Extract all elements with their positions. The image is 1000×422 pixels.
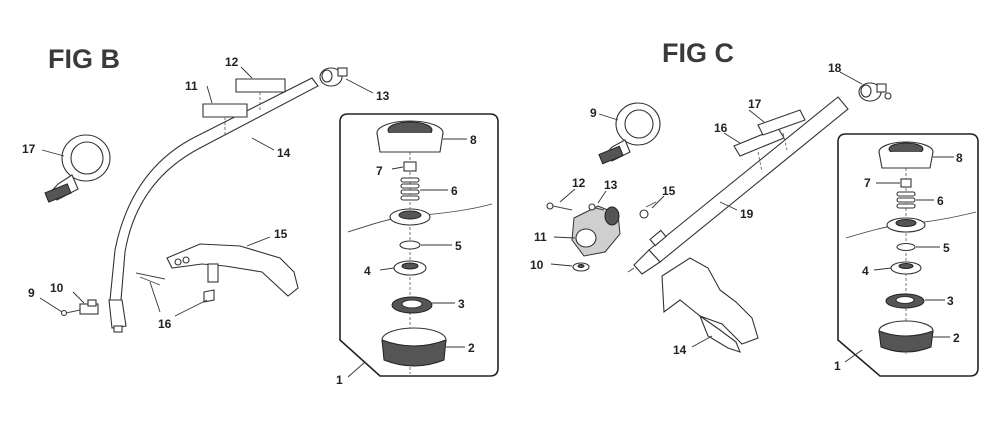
part-b-9-screw: [60, 309, 81, 317]
part-b-10-clip: [79, 299, 99, 315]
part-c-12-bolt: [546, 202, 573, 211]
callout-b-15: 15: [274, 227, 288, 241]
callout-c-1: 1: [834, 359, 841, 373]
callout-b-2: 2: [468, 341, 475, 355]
part-c-4-hub: [890, 261, 922, 275]
callout-c-9: 9: [590, 106, 597, 120]
part-b-2-bump-knob: [381, 327, 447, 367]
frame-b: [339, 113, 499, 377]
part-c-3-inner-spool: [885, 293, 925, 309]
callout-c-13: 13: [604, 178, 618, 192]
figure-b: FIG B: [22, 44, 499, 387]
part-c-18-connector: [858, 82, 892, 102]
callout-b-6: 6: [451, 184, 458, 198]
figure-c: FIG C: [530, 38, 979, 377]
callout-b-3: 3: [458, 297, 465, 311]
part-c-spool: [845, 211, 977, 239]
callout-b-11: 11: [185, 79, 198, 93]
part-b-11-label: [202, 103, 248, 118]
callout-b-9: 9: [28, 286, 35, 300]
part-c-19-straight-shaft: [627, 96, 849, 275]
part-b-16-screws: [135, 272, 215, 303]
part-c-9-handle-clamp: [598, 102, 661, 165]
part-b-8-cover: [376, 120, 444, 153]
part-c-13-bolt: [588, 203, 605, 211]
part-c-17-label: [757, 109, 806, 136]
callout-c-18: 18: [828, 61, 842, 75]
callout-b-13: 13: [376, 89, 390, 103]
callout-c-11: 11: [534, 230, 547, 244]
part-c-7-nut: [900, 178, 912, 188]
part-c-8-cover: [878, 141, 934, 169]
part-c-15-bolt: [639, 201, 657, 219]
part-c-10-washer: [572, 262, 590, 272]
callout-b-1: 1: [336, 373, 343, 387]
callout-c-16: 16: [714, 121, 728, 135]
part-b-12-label: [235, 78, 286, 93]
callout-c-3: 3: [947, 294, 954, 308]
callout-b-4: 4: [364, 264, 371, 278]
part-c-2-bump-knob: [878, 320, 934, 353]
callout-c-8: 8: [956, 151, 963, 165]
figure-c-title: FIG C: [662, 38, 734, 68]
callout-c-14: 14: [673, 343, 687, 357]
part-c-6-spring: [896, 191, 916, 209]
callout-b-17: 17: [22, 142, 36, 156]
part-b-17-handle-clamp: [44, 134, 111, 203]
part-b-13-connector: [319, 67, 348, 87]
callout-c-2: 2: [953, 331, 960, 345]
part-b-6-spring: [400, 177, 420, 201]
callout-c-7: 7: [864, 176, 871, 190]
callout-c-6: 6: [937, 194, 944, 208]
callout-c-12: 12: [572, 176, 586, 190]
frame-c: [837, 133, 979, 377]
part-c-11-gear-head: [571, 205, 621, 257]
callout-c-17: 17: [748, 97, 762, 111]
part-c-5-washer: [896, 242, 916, 252]
callout-b-7: 7: [376, 164, 383, 178]
part-b-3-inner-spool: [391, 296, 433, 314]
callout-b-14: 14: [277, 146, 291, 160]
callout-c-10: 10: [530, 258, 544, 272]
callout-b-5: 5: [455, 239, 462, 253]
callout-c-4: 4: [862, 264, 869, 278]
figure-b-title: FIG B: [48, 44, 120, 74]
callout-c-5: 5: [943, 241, 950, 255]
callout-b-10: 10: [50, 281, 64, 295]
part-b-14-curved-shaft: [108, 77, 319, 333]
part-b-15-guard: [166, 243, 299, 297]
part-b-5-washer: [399, 240, 421, 250]
part-b-7-nut: [403, 161, 417, 172]
callout-c-15: 15: [662, 184, 676, 198]
part-b-spool: [347, 203, 493, 233]
part-b-4-hub: [393, 260, 427, 276]
callout-c-19: 19: [740, 207, 754, 221]
part-c-14-guard: [661, 257, 759, 353]
callout-b-12: 12: [225, 55, 239, 69]
callout-b-16: 16: [158, 317, 172, 331]
callout-b-8: 8: [470, 133, 477, 147]
